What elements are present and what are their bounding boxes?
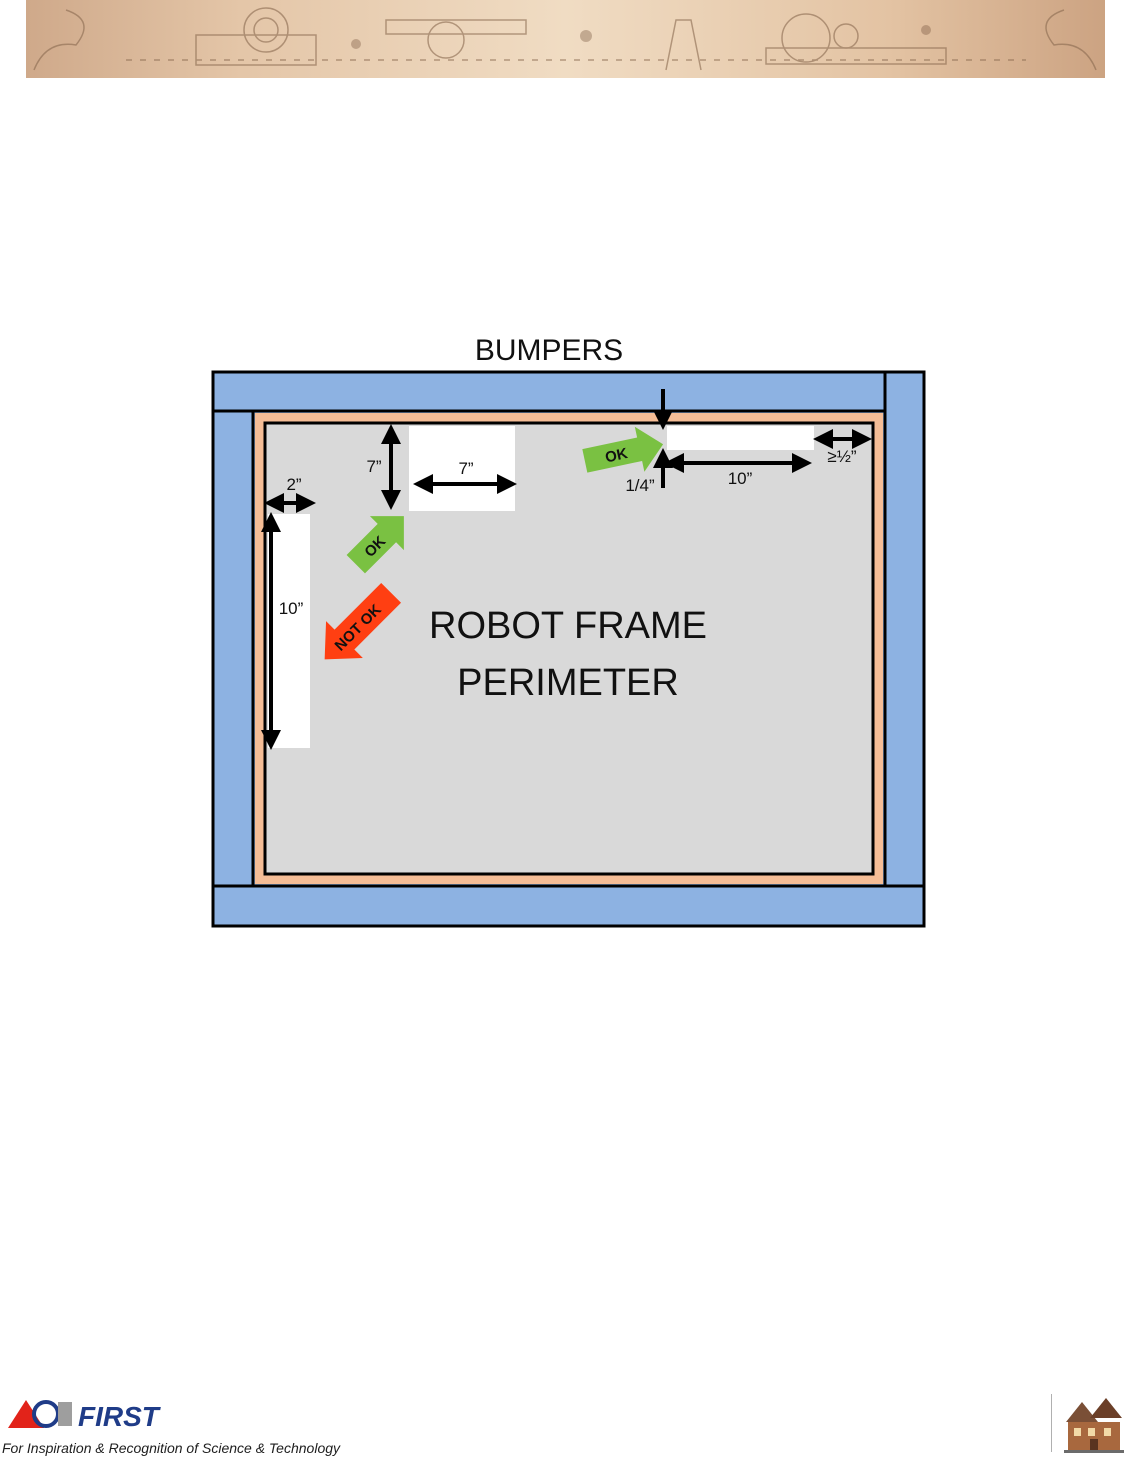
top-length-label: 10” [728, 469, 753, 488]
left-length-label: 10” [279, 599, 304, 618]
left-width-label: 2” [286, 475, 301, 494]
first-logo: FIRST [4, 1394, 174, 1434]
header-banner [26, 0, 1105, 78]
top-gap-label: 1/4” [625, 476, 655, 495]
ok-top-arrow-icon: OK [582, 426, 664, 473]
top-gap [667, 426, 814, 450]
corner-vertical-label: 7” [366, 457, 381, 476]
first-logo-icon: FIRST [8, 1400, 162, 1432]
top-end-gap-label: ≥½” [827, 447, 857, 466]
footer-tagline: For Inspiration & Recognition of Science… [2, 1440, 341, 1456]
first-logo-text: FIRST [78, 1401, 162, 1432]
center-label-line1: ROBOT FRAME [429, 605, 707, 647]
frame-perimeter [263, 421, 875, 876]
steampunk-machinery-banner-icon [33, 7, 1097, 71]
corner-horizontal-label: 7” [458, 459, 473, 478]
left-gap [268, 514, 310, 748]
ok-top-label: OK [604, 445, 630, 466]
diagram-title: BUMPERS [475, 334, 623, 367]
center-label-line2: PERIMETER [457, 662, 679, 704]
corner-gap [409, 426, 515, 511]
victorian-house-icon [1060, 1392, 1126, 1454]
footer-divider [1051, 1394, 1052, 1452]
